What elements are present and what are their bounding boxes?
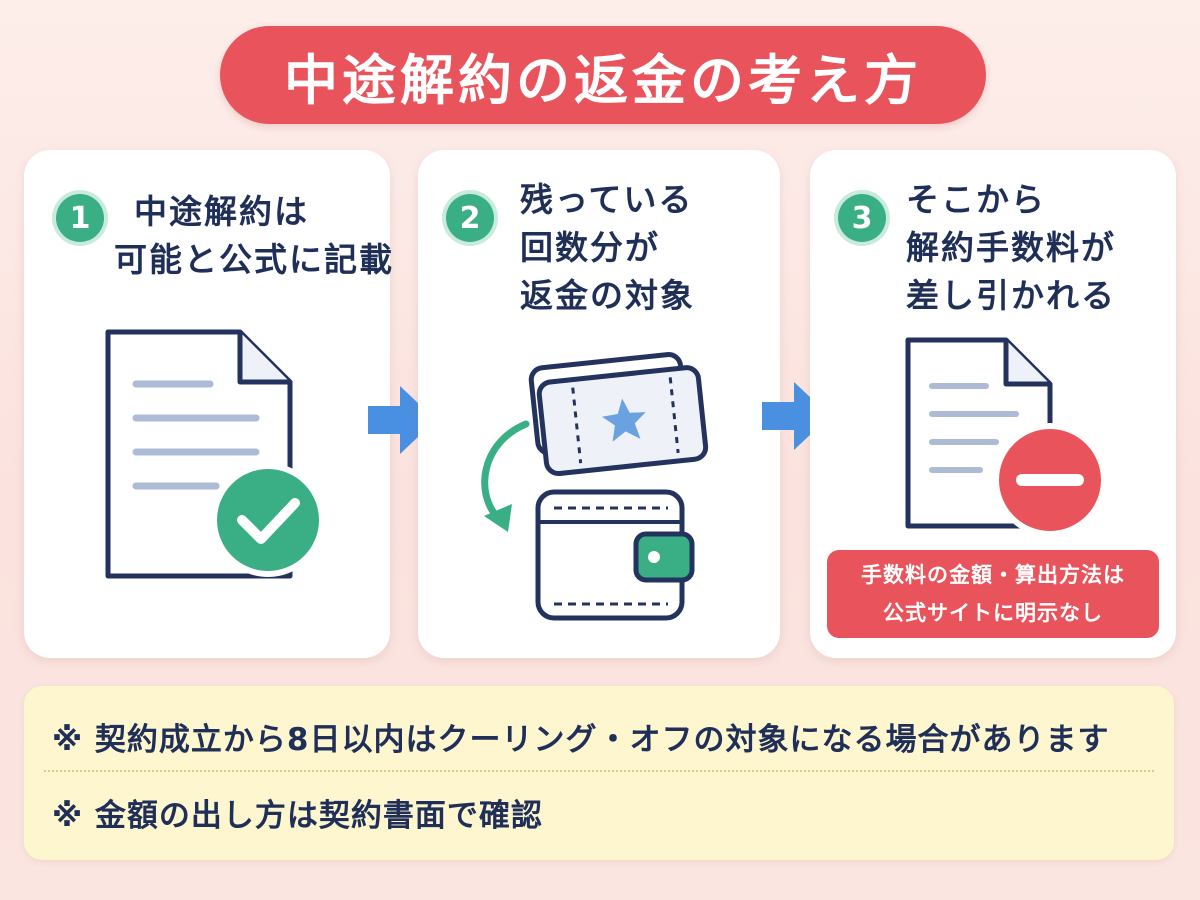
fee-undisclosed-note: 手数料の金額・算出方法は 公式サイトに明示なし	[827, 550, 1159, 638]
page-title: 中途解約の返金の考え方	[284, 48, 922, 112]
step-1-line-1: 中途解約は	[134, 192, 309, 231]
document-check-icon	[105, 329, 325, 579]
step-text-2: 残っている 回数分が 返金の対象	[520, 176, 695, 320]
step-2-line-2: 回数分が	[520, 228, 660, 267]
note-divider	[44, 770, 1154, 772]
fee-note-line-1: 手数料の金額・算出方法は	[861, 563, 1125, 587]
step-2-line-1: 残っている	[520, 180, 694, 219]
step-3-line-2: 解約手数料が	[906, 228, 1116, 267]
title-banner: 中途解約の返金の考え方	[220, 26, 986, 124]
step-number-3: 3	[838, 194, 886, 242]
step-number-1: 1	[56, 194, 104, 242]
document-minus-icon	[905, 337, 1107, 537]
arrow-right-icon	[762, 382, 830, 450]
step-card-1: 1 中途解約は 可能と公式に記載	[24, 150, 392, 658]
step-3-line-1: そこから	[906, 180, 1046, 219]
note-cooling-off: ※ 契約成立から8日以内はクーリング・オフの対象になる場合があります	[52, 722, 1110, 758]
fee-note-line-2: 公式サイトに明示なし	[883, 601, 1103, 625]
step-text-3: そこから 解約手数料が 差し引かれる	[906, 176, 1116, 320]
note-amount-check: ※ 金額の出し方は契約書面で確認	[52, 798, 543, 834]
step-card-2: 2 残っている 回数分が 返金の対象	[418, 150, 780, 658]
step-card-3: 3 そこから 解約手数料が 差し引かれる 手数料の金額・算出方法は 公式サイトに…	[810, 150, 1176, 658]
step-number-2: 2	[446, 194, 494, 242]
arrow-right-icon	[368, 386, 436, 454]
ticket-to-wallet-icon	[481, 352, 709, 621]
step-3-line-3: 差し引かれる	[906, 276, 1116, 315]
step-text-1: 中途解約は 可能と公式に記載	[114, 188, 394, 284]
step-2-line-3: 返金の対象	[520, 276, 695, 315]
step-1-line-2: 可能と公式に記載	[114, 240, 394, 279]
notes-panel: ※ 契約成立から8日以内はクーリング・オフの対象になる場合があります ※ 金額の…	[24, 686, 1174, 860]
